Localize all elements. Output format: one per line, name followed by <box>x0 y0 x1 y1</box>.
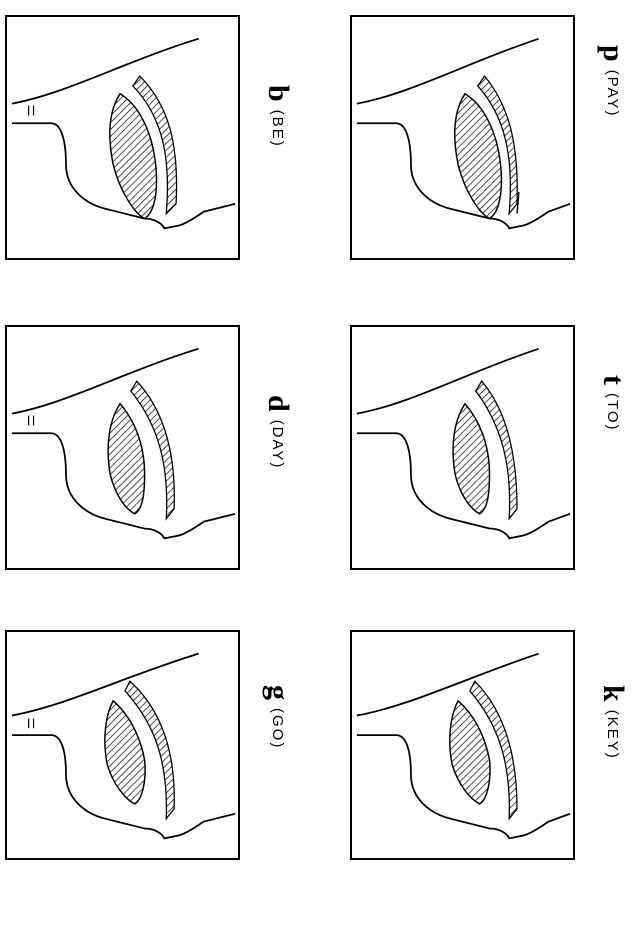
label-g-word: (GO) <box>270 708 287 749</box>
vocal-tract-t-diagram <box>352 327 573 568</box>
label-t-symbol: t <box>596 375 630 385</box>
vocal-tract-g-diagram <box>7 632 238 858</box>
vocal-tract-d-diagram <box>7 327 238 568</box>
label-d-word: (DAY) <box>270 420 287 470</box>
label-p-word: (PAY) <box>605 70 622 118</box>
vocal-tract-k-diagram <box>352 632 573 858</box>
vocal-tract-b-diagram <box>7 17 238 258</box>
panel-k <box>350 630 575 860</box>
label-t-word: (TO) <box>605 393 622 432</box>
label-b: b (BE) <box>261 85 295 345</box>
panel-b <box>5 15 240 260</box>
vocal-tract-p-diagram <box>352 17 573 258</box>
panel-g <box>5 630 240 860</box>
label-k: k (KEY) <box>596 685 630 945</box>
panel-p <box>350 15 575 260</box>
label-p-symbol: p <box>596 45 630 62</box>
panel-d <box>5 325 240 570</box>
label-b-word: (BE) <box>270 110 287 148</box>
label-t: t (TO) <box>596 375 630 635</box>
label-g: g (GO) <box>261 685 295 945</box>
label-p: p (PAY) <box>596 45 630 305</box>
label-k-symbol: k <box>596 685 630 702</box>
label-d: d (DAY) <box>261 395 295 655</box>
label-g-symbol: g <box>261 685 295 700</box>
panel-t <box>350 325 575 570</box>
label-d-symbol: d <box>261 395 295 412</box>
label-k-word: (KEY) <box>605 710 622 760</box>
label-b-symbol: b <box>261 85 295 102</box>
